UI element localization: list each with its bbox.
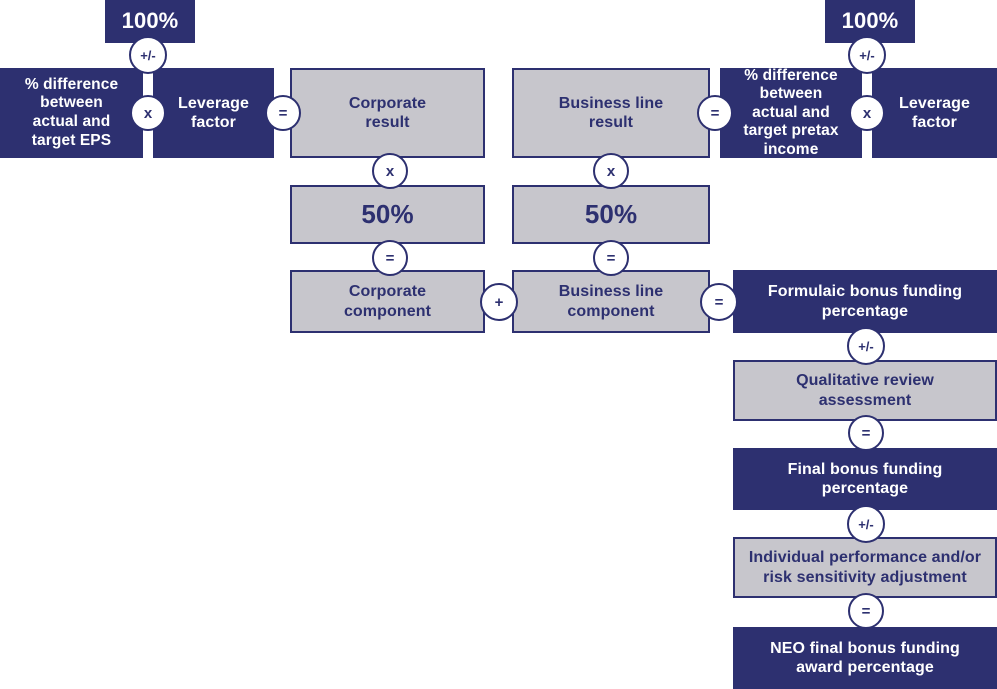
- equals-operator-icon: =: [372, 240, 408, 276]
- neo-final-bonus-box: NEO final bonus funding award percentage: [733, 627, 997, 689]
- business-weight-box: 50%: [512, 185, 710, 244]
- business-line-result-box: Business line result: [512, 68, 710, 158]
- leverage-factor-right-box: Leverage factor: [872, 68, 997, 158]
- multiply-operator-icon: x: [849, 95, 885, 131]
- formulaic-bonus-funding-box: Formulaic bonus funding percentage: [733, 270, 997, 333]
- multiply-operator-icon: x: [593, 153, 629, 189]
- corporate-weight-box: 50%: [290, 185, 485, 244]
- corporate-component-box: Corporate component: [290, 270, 485, 333]
- weight-box-right-100: 100%: [825, 0, 915, 43]
- leverage-factor-left-box: Leverage factor: [153, 68, 274, 158]
- equals-operator-icon: =: [265, 95, 301, 131]
- individual-adjustment-box: Individual performance and/or risk sensi…: [733, 537, 997, 598]
- equals-operator-icon: =: [848, 415, 884, 451]
- plus-minus-operator-icon: +/-: [848, 36, 886, 74]
- equals-operator-icon: =: [697, 95, 733, 131]
- weight-box-left-100: 100%: [105, 0, 195, 43]
- eps-difference-box: % difference between actual and target E…: [0, 68, 143, 158]
- equals-operator-icon: =: [700, 283, 738, 321]
- plus-minus-operator-icon: +/-: [129, 36, 167, 74]
- equals-operator-icon: =: [593, 240, 629, 276]
- qualitative-review-box: Qualitative review assessment: [733, 360, 997, 421]
- business-line-component-box: Business line component: [512, 270, 710, 333]
- equals-operator-icon: =: [848, 593, 884, 629]
- multiply-operator-icon: x: [130, 95, 166, 131]
- pretax-difference-box: % difference between actual and target p…: [720, 67, 862, 158]
- final-bonus-funding-box: Final bonus funding percentage: [733, 448, 997, 510]
- plus-minus-operator-icon: +/-: [847, 505, 885, 543]
- multiply-operator-icon: x: [372, 153, 408, 189]
- plus-minus-operator-icon: +/-: [847, 327, 885, 365]
- plus-operator-icon: +: [480, 283, 518, 321]
- corporate-result-box: Corporate result: [290, 68, 485, 158]
